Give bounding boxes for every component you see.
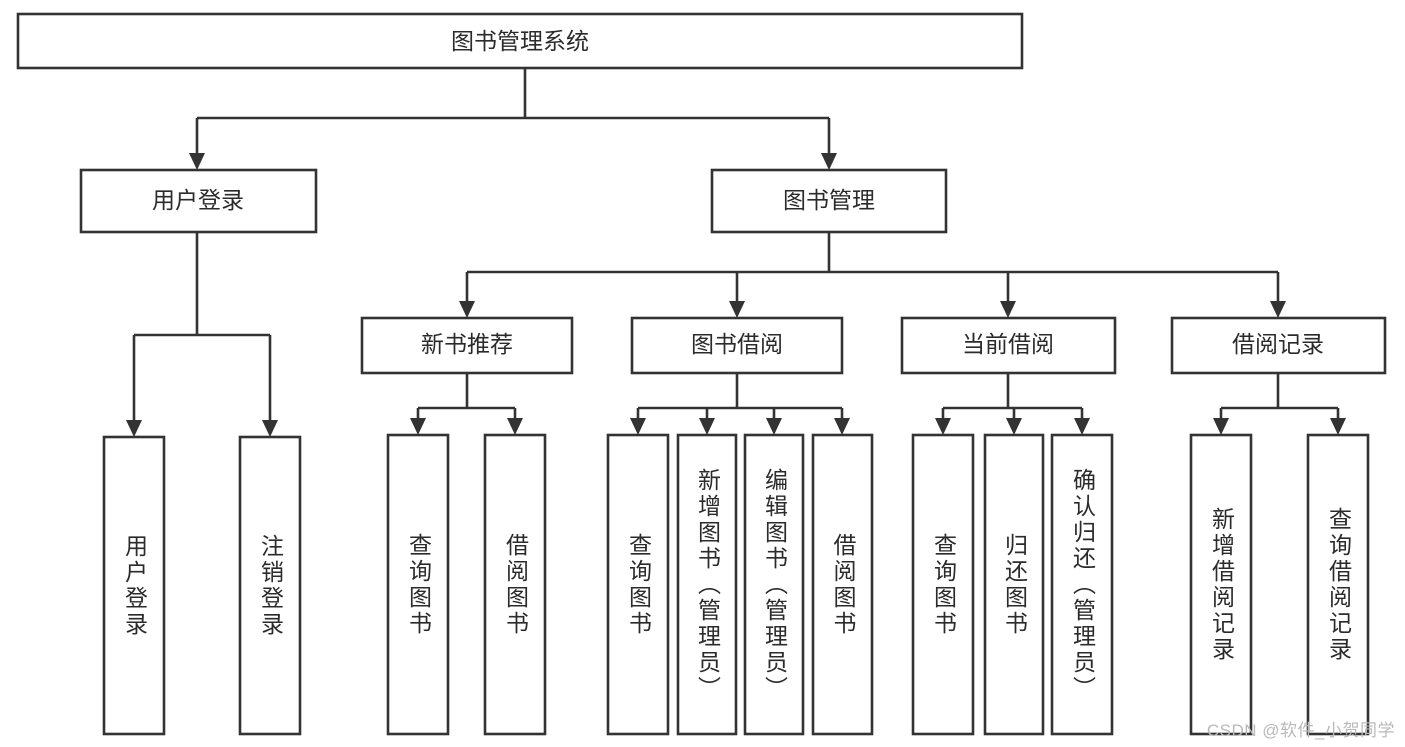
node-leaf-return-book-box[interactable] — [983, 433, 1045, 736]
node-leaf-borrow-book-2-box[interactable] — [811, 433, 874, 736]
node-leaf-query-book-2-box[interactable] — [606, 433, 670, 736]
node-book-borrow[interactable]: 图书借阅 — [630, 316, 844, 375]
connector-group-user-login — [126, 232, 278, 437]
node-book-borrow-box[interactable] — [630, 316, 844, 375]
node-leaf-query-borrow-record-box[interactable] — [1306, 433, 1370, 736]
connector-group-root — [189, 68, 837, 170]
watermark-text: CSDN @软件_小贺同学 — [1206, 721, 1395, 740]
node-leaf-query-book-3-box[interactable] — [911, 433, 975, 736]
arrowhead-leaf-borrow-book-2 — [834, 418, 850, 435]
node-root-label: 图书管理系统 — [451, 28, 589, 54]
connector-group-book-borrow — [630, 373, 850, 435]
node-user-login-label: 用户登录 — [152, 187, 244, 213]
connector-group-book-manage — [459, 232, 1286, 318]
node-root[interactable]: 图书管理系统 — [16, 12, 1024, 70]
leaf-box-group — [102, 433, 1370, 736]
arrowhead-borrow-record — [1270, 301, 1286, 318]
arrowhead-leaf-return-book — [1006, 418, 1022, 435]
node-leaf-add-borrow-record-box[interactable] — [1189, 433, 1253, 736]
connector-group-borrow-record — [1213, 373, 1346, 435]
node-new-book-recommend-label: 新书推荐 — [421, 331, 513, 357]
node-current-borrow[interactable]: 当前借阅 — [900, 316, 1117, 375]
node-book-manage-box[interactable] — [710, 168, 948, 234]
node-user-login-box[interactable] — [79, 168, 318, 234]
node-leaf-user-login-box[interactable] — [102, 435, 166, 736]
arrowhead-leaf-query-book-2 — [630, 418, 646, 435]
node-leaf-query-book-1-box[interactable] — [386, 433, 450, 736]
node-borrow-record-label: 借阅记录 — [1232, 331, 1324, 357]
node-book-borrow-label: 图书借阅 — [691, 331, 783, 357]
arrowhead-current-borrow — [1000, 301, 1016, 318]
node-user-login[interactable]: 用户登录 — [79, 168, 318, 234]
arrowhead-leaf-add-book-admin — [699, 418, 715, 435]
node-borrow-record-box[interactable] — [1170, 316, 1387, 375]
arrowhead-leaf-query-book-3 — [935, 418, 951, 435]
arrowhead-leaf-user-login — [126, 420, 142, 437]
arrowhead-leaf-borrow-book-1 — [507, 418, 523, 435]
arrowhead-leaf-query-book-1 — [410, 418, 426, 435]
connector-group-new-book-recommend — [410, 373, 523, 435]
node-current-borrow-label: 当前借阅 — [962, 331, 1054, 357]
arrowhead-leaf-logout-login — [262, 420, 278, 437]
node-current-borrow-box[interactable] — [900, 316, 1117, 375]
node-new-book-recommend[interactable]: 新书推荐 — [360, 316, 574, 375]
node-borrow-record[interactable]: 借阅记录 — [1170, 316, 1387, 375]
node-leaf-logout-login-box[interactable] — [238, 435, 302, 736]
node-leaf-edit-book-admin-box[interactable] — [743, 433, 805, 736]
arrowhead-leaf-query-borrow-record — [1330, 418, 1346, 435]
arrowhead-book-manage — [821, 153, 837, 170]
connector-group-current-borrow — [935, 373, 1090, 435]
node-leaf-confirm-return-admin-box[interactable] — [1050, 433, 1114, 736]
node-book-manage-label: 图书管理 — [783, 187, 875, 213]
node-new-book-recommend-box[interactable] — [360, 316, 574, 375]
arrowhead-leaf-confirm-return-admin — [1074, 418, 1090, 435]
node-leaf-borrow-book-1-box[interactable] — [483, 433, 547, 736]
arrowhead-new-book-recommend — [459, 301, 475, 318]
node-book-manage[interactable]: 图书管理 — [710, 168, 948, 234]
node-root-box[interactable] — [16, 12, 1024, 70]
arrowhead-leaf-edit-book-admin — [766, 418, 782, 435]
node-leaf-add-book-admin-box[interactable] — [676, 433, 738, 736]
arrowhead-book-borrow — [729, 301, 745, 318]
arrowhead-leaf-add-borrow-record — [1213, 418, 1229, 435]
arrowhead-user-login — [189, 153, 205, 170]
